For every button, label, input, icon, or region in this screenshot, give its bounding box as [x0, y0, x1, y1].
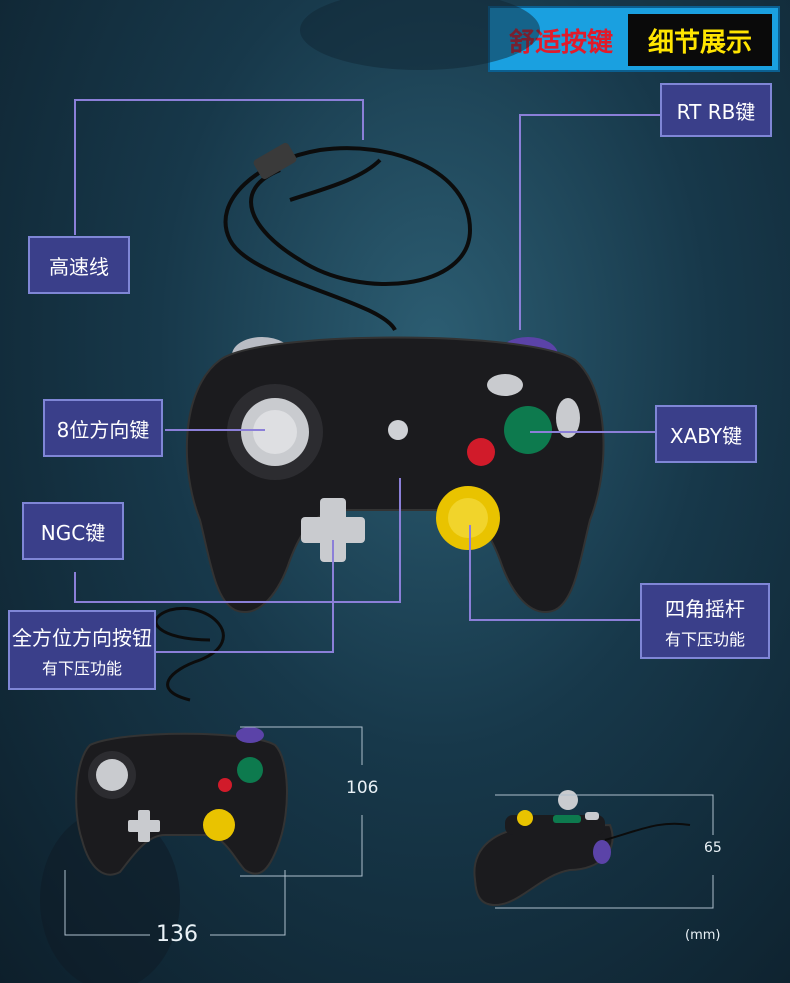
dimension-width: 136 [156, 922, 198, 947]
dimension-lines [64, 726, 714, 936]
main-controller [185, 336, 605, 613]
callout-omni-stick: 全方位方向按钮 有下压功能 [8, 610, 156, 690]
callout-xaby: XABY键 [655, 405, 757, 463]
leader-lines [74, 99, 660, 653]
tab-detail-display[interactable]: 细节展示 [628, 14, 772, 66]
callout-ngc: NGC键 [22, 502, 124, 560]
side-view-controller [473, 790, 691, 907]
front-view-controller [75, 727, 288, 876]
callout-cable: 高速线 [28, 236, 130, 294]
header-banner: 舒适按键 细节展示 [488, 6, 780, 72]
dimension-height: 106 [346, 778, 379, 798]
cable-illustration [154, 142, 473, 702]
callout-triggers: RT RB键 [660, 83, 772, 137]
dimension-unit: (mm) [685, 928, 721, 943]
dimension-depth: 65 [704, 840, 722, 856]
callout-dpad-8way: 8位方向键 [43, 399, 163, 457]
callout-c-stick: 四角摇杆 有下压功能 [640, 583, 770, 659]
